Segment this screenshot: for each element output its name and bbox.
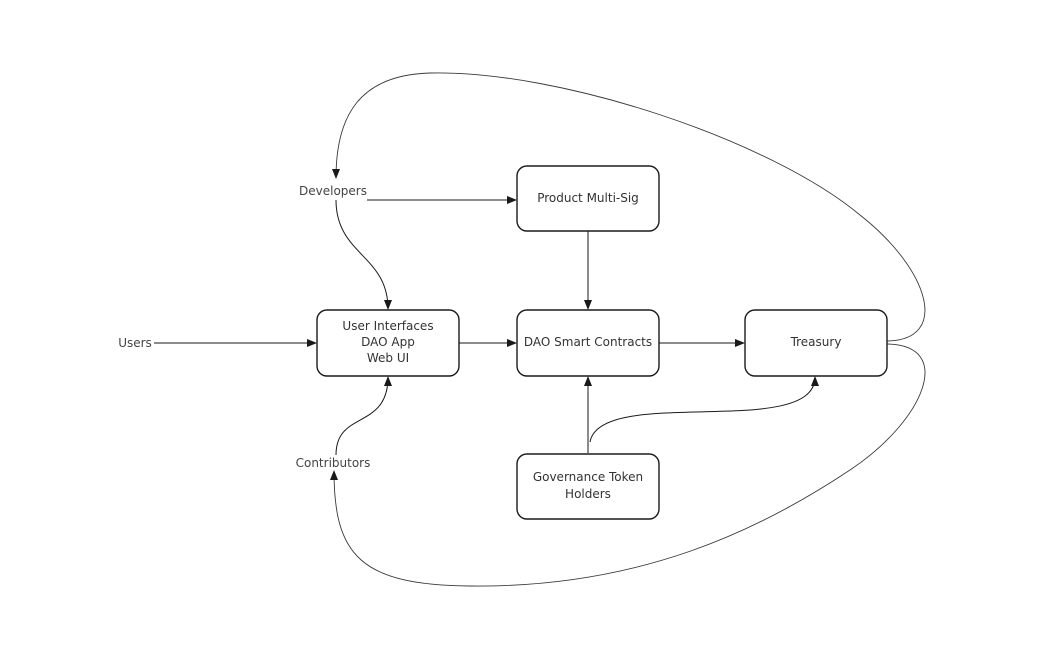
edge-treasury-to-developers — [332, 72, 926, 342]
node-gov-label-1: Governance Token — [533, 470, 643, 484]
actor-users: Users — [118, 336, 152, 350]
actor-developers: Developers — [299, 184, 367, 198]
node-dao-smart-contracts: DAO Smart Contracts — [516, 309, 660, 377]
node-user-interfaces: User Interfaces DAO App Web UI — [316, 309, 460, 377]
node-product-multisig: Product Multi-Sig — [516, 165, 660, 232]
node-governance-token-holders: Governance Token Holders — [516, 453, 660, 520]
edge-gov-to-treasury — [589, 376, 819, 443]
node-ui-label-3: Web UI — [367, 351, 409, 365]
node-treasury: Treasury — [744, 309, 888, 377]
node-ui-label-2: DAO App — [361, 335, 415, 349]
edge-contributors-to-ui — [335, 376, 392, 456]
edge-developers-to-ui — [335, 199, 392, 310]
actor-contributors: Contributors — [296, 456, 371, 470]
node-product-multisig-label: Product Multi-Sig — [537, 191, 639, 205]
node-dao-contracts-label: DAO Smart Contracts — [524, 335, 652, 349]
node-ui-label-1: User Interfaces — [342, 319, 433, 333]
node-gov-label-2: Holders — [565, 487, 611, 501]
node-treasury-label: Treasury — [790, 335, 842, 349]
edge-treasury-to-contributors — [330, 343, 926, 587]
